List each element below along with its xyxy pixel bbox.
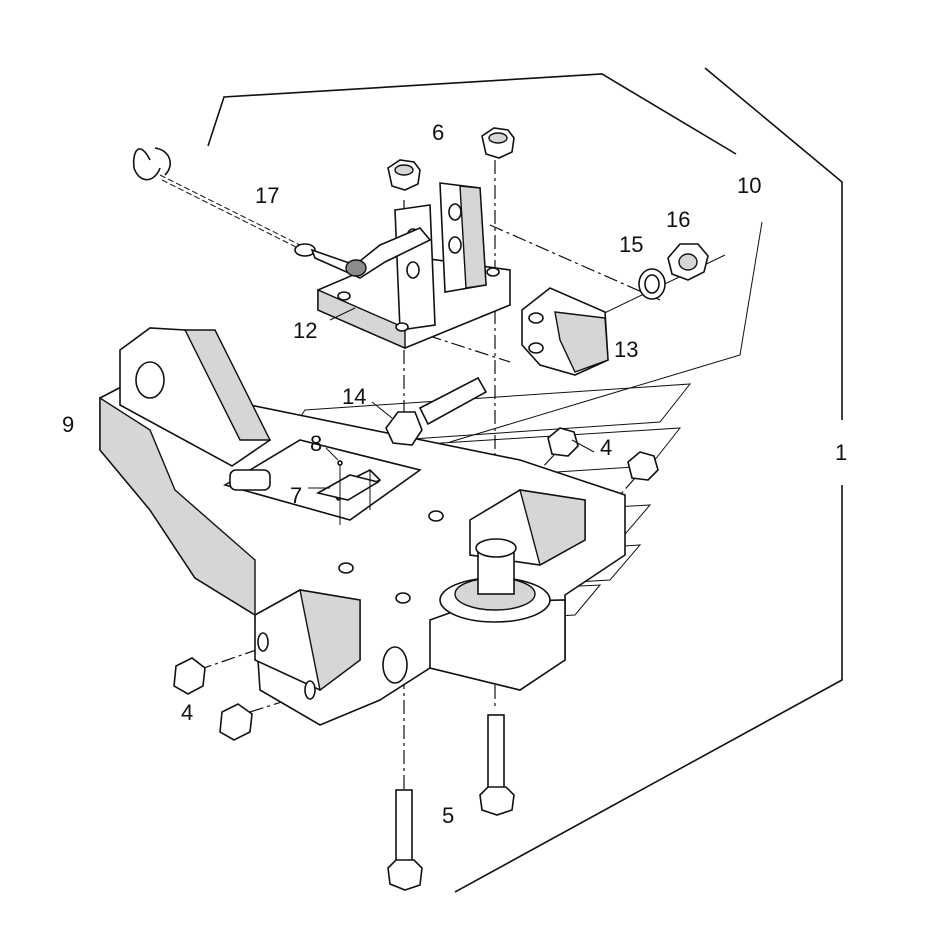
callout-1: 1 [835, 440, 847, 465]
callout-9: 9 [62, 412, 74, 437]
assembly-outline-lines [207, 67, 843, 893]
plate-part-7 [315, 474, 381, 501]
callout-15: 15 [619, 232, 643, 257]
callout-17: 17 [255, 183, 279, 208]
callout-16: 16 [666, 207, 690, 232]
callout-10: 10 [737, 173, 761, 198]
nut-part-6-b [481, 127, 515, 159]
bolt-part-14 [385, 376, 488, 446]
plug-part-4-a [173, 657, 206, 695]
callout-13: 13 [614, 337, 638, 362]
rivets-part-8 [337, 460, 371, 525]
washer-part-15 [638, 268, 666, 300]
bolt-part-5-b [479, 714, 515, 816]
callout-4-right: 4 [600, 435, 612, 460]
callout-4-left: 4 [181, 700, 193, 725]
callout-5: 5 [442, 803, 454, 828]
callout-12: 12 [293, 318, 317, 343]
callout-6: 6 [432, 120, 444, 145]
bolt-part-5-a [387, 789, 423, 891]
callout-8: 8 [310, 431, 322, 456]
callout-7: 7 [290, 483, 302, 508]
lock-pin-with-chain-part-17 [132, 147, 432, 279]
nut-part-6-a [387, 159, 421, 191]
callout-labels: 1 4 4 5 6 7 8 9 10 12 13 14 15 16 17 [62, 120, 847, 828]
plug-part-4-c [547, 427, 579, 457]
callout-14: 14 [342, 384, 366, 409]
plug-part-4-d [627, 451, 659, 481]
latch-part-13 [521, 287, 609, 376]
nut-part-16 [667, 243, 709, 281]
plug-part-4-b [219, 703, 253, 741]
callout-leader-lines [308, 307, 595, 489]
